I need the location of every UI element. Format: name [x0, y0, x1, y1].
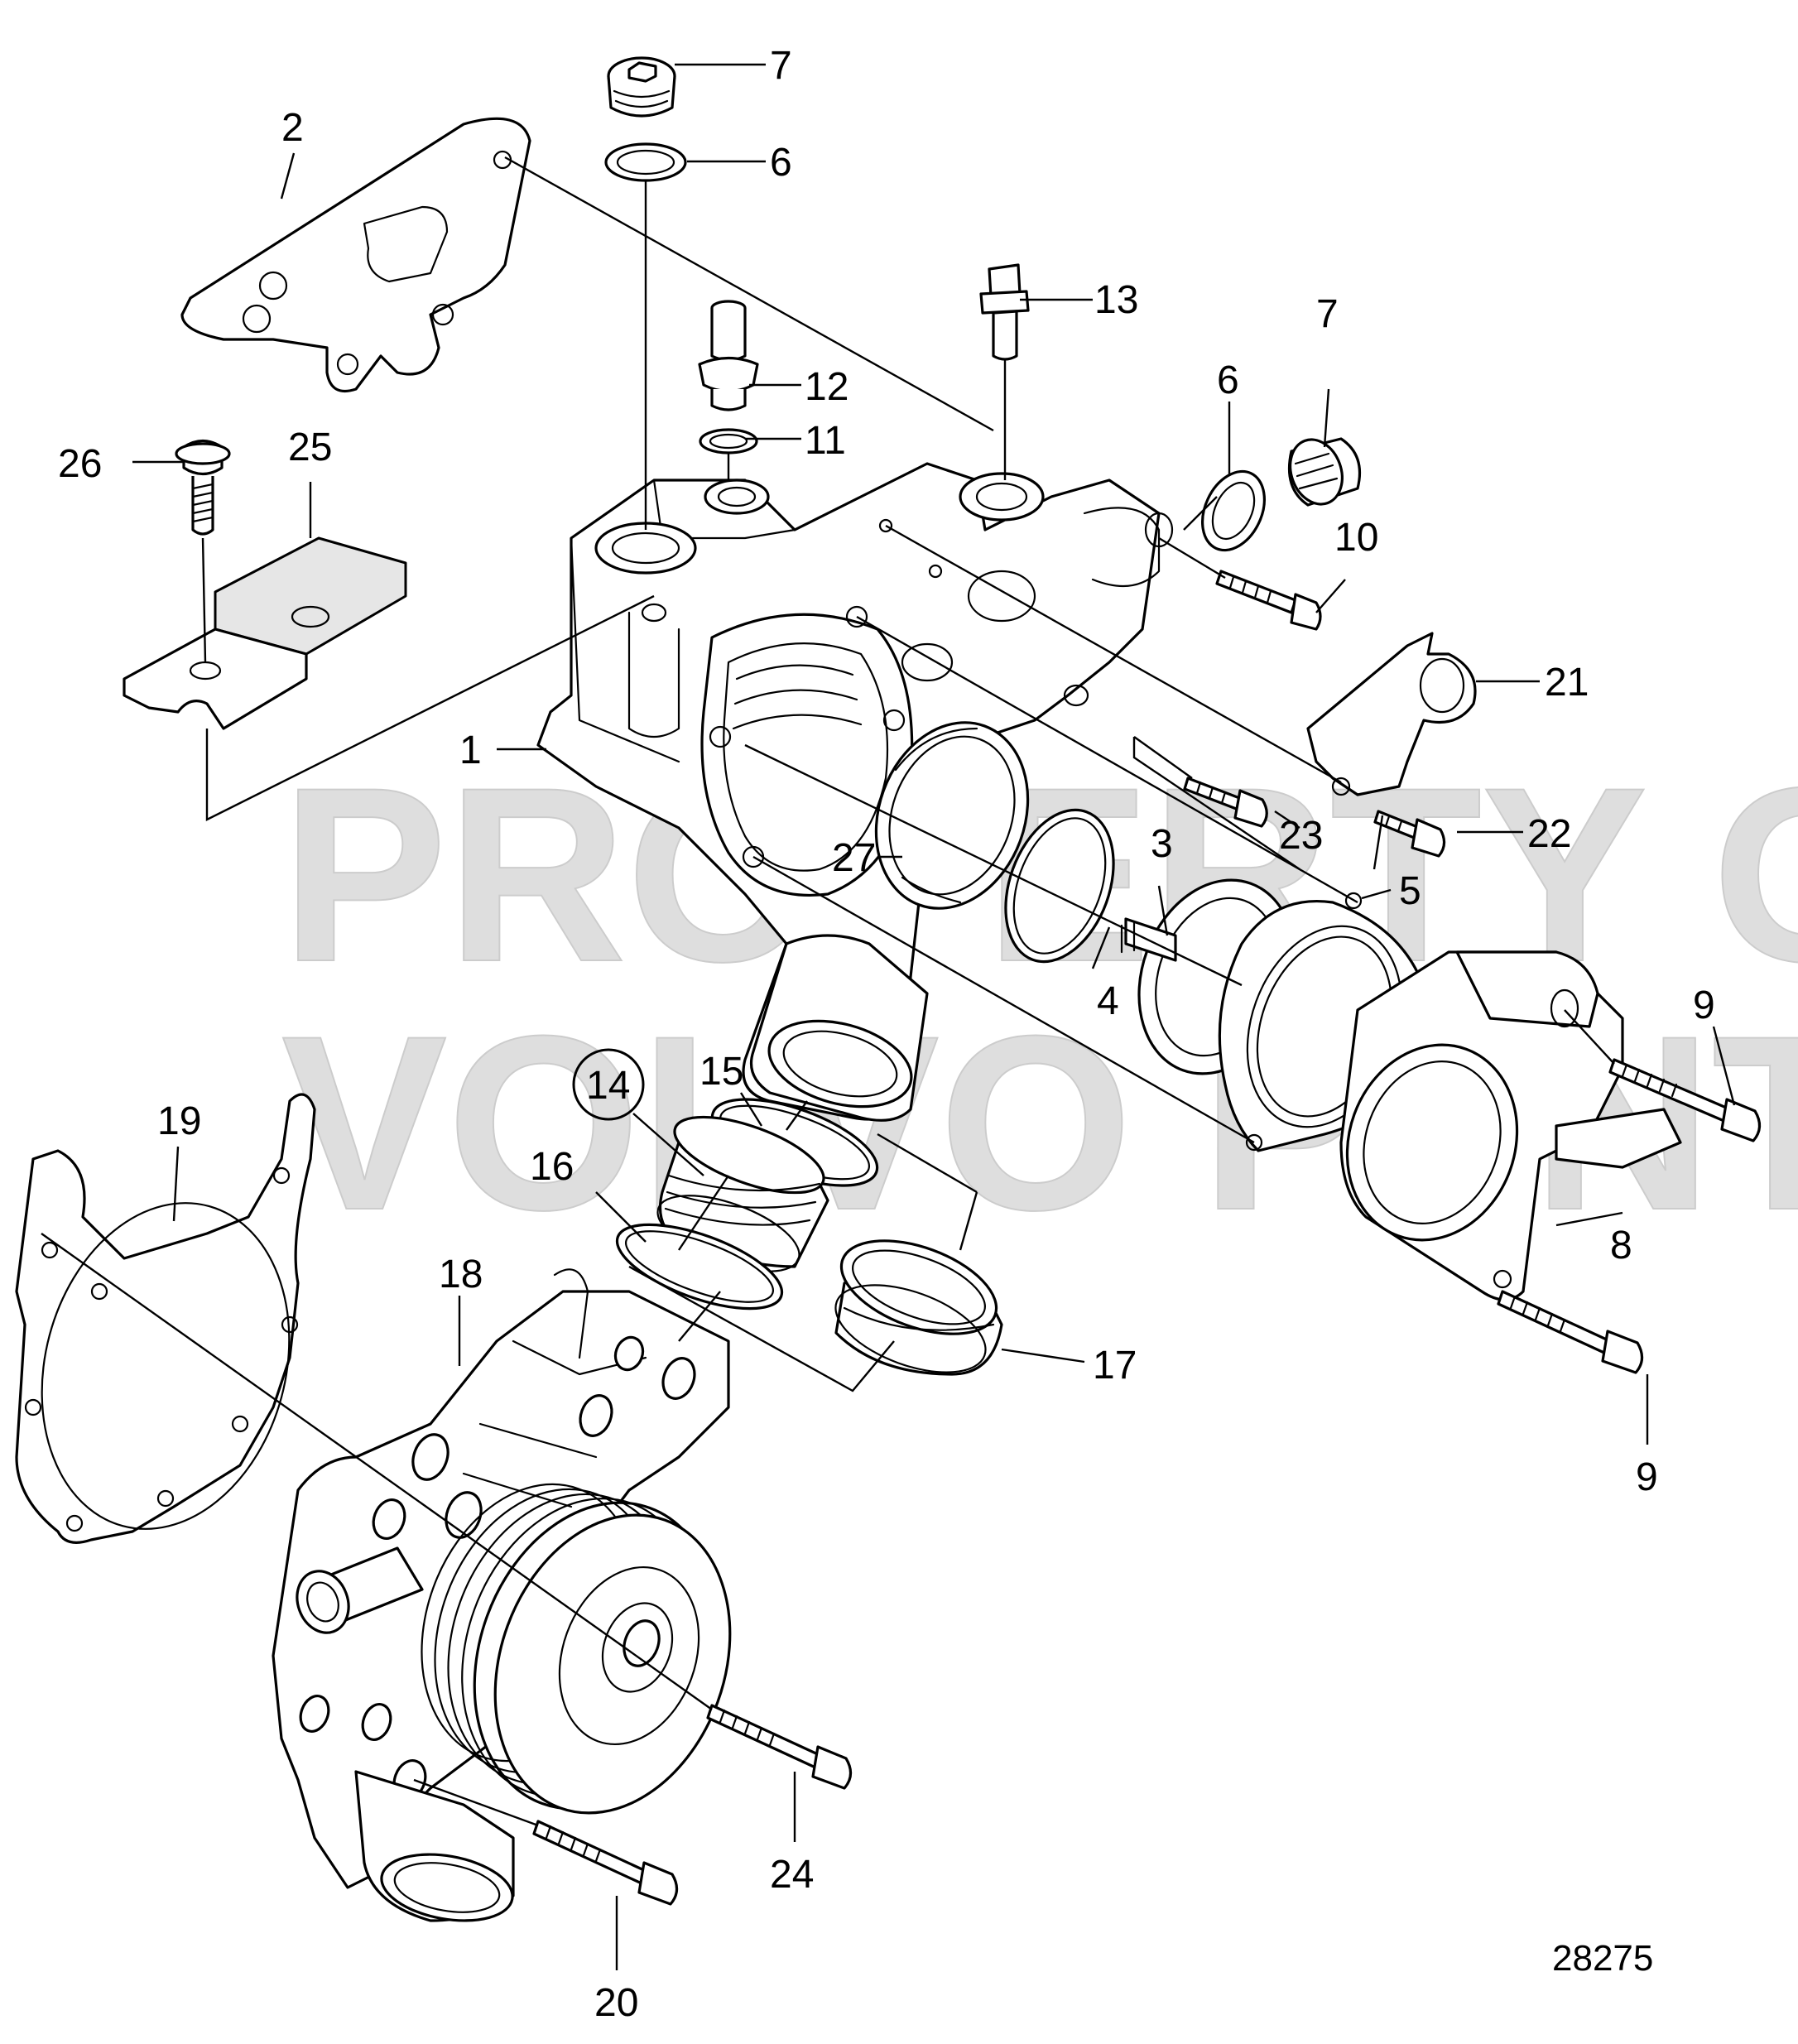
part-2-gasket-bracket: [180, 117, 531, 393]
part-4-o-ring: [1004, 808, 1115, 964]
callout-12: 12: [805, 365, 849, 409]
callout-9-lower: 9: [1636, 1455, 1658, 1499]
part-10-bolt: [1215, 570, 1322, 631]
callout-6-top: 6: [770, 141, 792, 185]
part-8-thermostat-cover: [1339, 950, 1682, 1301]
callout-6-right: 6: [1217, 358, 1239, 402]
callout-26: 26: [58, 442, 102, 486]
callout-7-right: 7: [1316, 292, 1339, 336]
part-6-right-washer: [1201, 469, 1266, 552]
part-19-pump-gasket: [15, 1093, 316, 1544]
part-1-thermostat-housing: [536, 462, 1174, 1122]
part-11-seal-ring: [699, 428, 758, 454]
callout-18: 18: [439, 1253, 483, 1296]
callout-7-top: 7: [770, 44, 792, 88]
part-20-bolt: [532, 1820, 679, 1906]
callout-8: 8: [1610, 1224, 1632, 1267]
callout-14: 14: [586, 1064, 630, 1108]
callout-1: 1: [459, 729, 482, 772]
part-9-upper-bolt: [1608, 1058, 1762, 1142]
callout-labels: 7 6 2 13 12 11 26 25 6 7 10 21 22 23 1 3…: [58, 44, 1715, 2025]
callout-10: 10: [1334, 516, 1378, 560]
callout-14-circle: [572, 1048, 645, 1121]
callout-15: 15: [699, 1050, 743, 1094]
assembly-lines: [41, 156, 1615, 1827]
part-6-top-washer: [604, 142, 687, 182]
part-25-mounting-plate: [123, 536, 407, 730]
figure-number: 28275: [1552, 1938, 1653, 1979]
callout-2: 2: [281, 106, 304, 150]
part-27-sleeve-ring: [874, 721, 1030, 910]
callout-27: 27: [832, 836, 876, 880]
callout-4: 4: [1097, 979, 1119, 1023]
callout-9-upper: 9: [1693, 984, 1715, 1027]
callout-5: 5: [1399, 869, 1421, 913]
callout-11: 11: [805, 419, 846, 463]
callout-17: 17: [1093, 1344, 1137, 1388]
callout-20: 20: [594, 1981, 638, 2025]
part-16-o-ring: [615, 1223, 784, 1311]
part-7-right-plug: [1287, 437, 1362, 507]
part-21-bracket: [1306, 632, 1477, 796]
part-24-bolt: [706, 1704, 853, 1790]
part-12-hose-nipple: [698, 300, 759, 411]
callout-23: 23: [1279, 814, 1323, 858]
callout-25: 25: [288, 426, 332, 469]
callout-22: 22: [1527, 812, 1571, 856]
callout-13: 13: [1094, 278, 1138, 322]
part-26-flange-bolt: [175, 439, 231, 536]
part-9-lower-bolt: [1497, 1290, 1644, 1374]
callout-19: 19: [157, 1099, 201, 1143]
callout-3: 3: [1151, 822, 1173, 866]
callout-24: 24: [770, 1853, 814, 1897]
part-17-sleeve: [834, 1239, 1003, 1376]
callout-16: 16: [530, 1145, 574, 1189]
part-23-bolt: [1183, 777, 1268, 828]
part-18-water-pump: [272, 1268, 732, 1922]
part-13-temperature-sender: [979, 263, 1030, 361]
callout-leaders: [132, 63, 1736, 1970]
part-7-top-plug: [607, 56, 676, 118]
callout-21: 21: [1545, 661, 1589, 705]
part-22-bolt: [1373, 810, 1446, 858]
